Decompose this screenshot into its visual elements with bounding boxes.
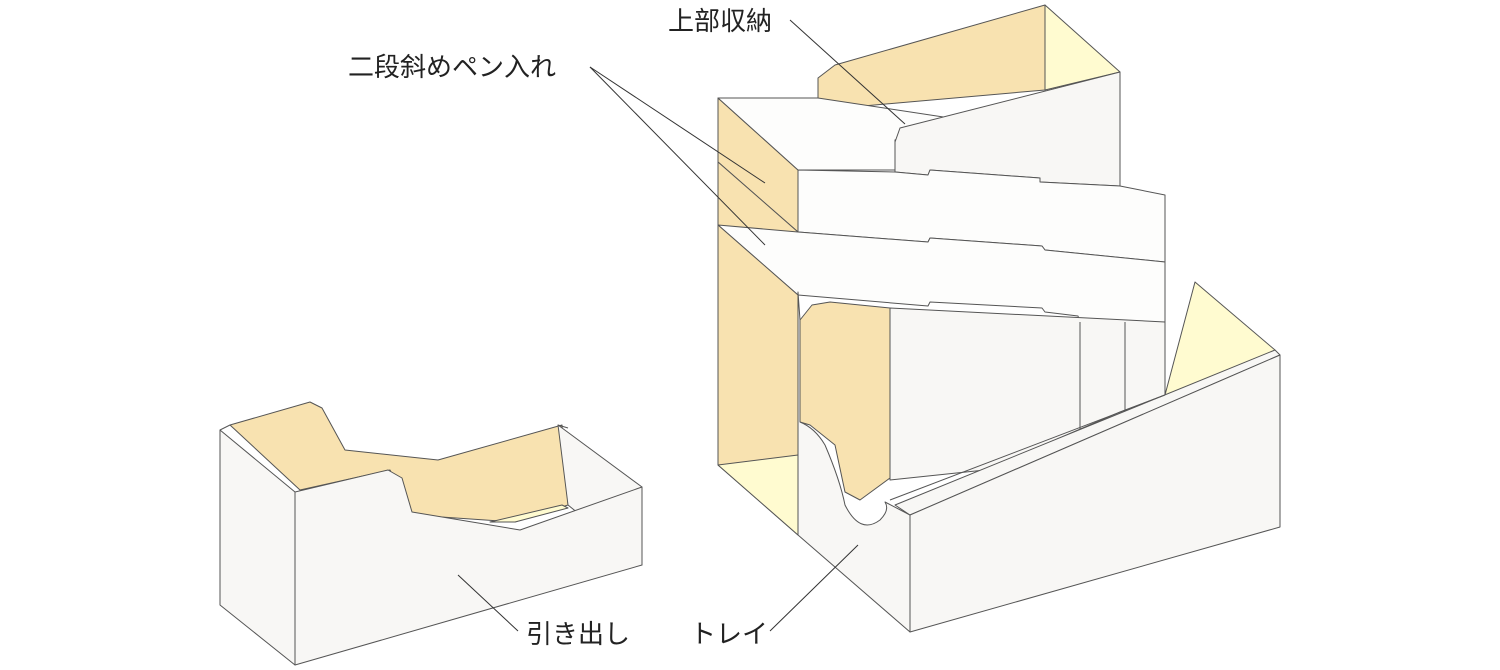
pen-holder-unit [717,71,1166,327]
upper-storage-label: 上部収納 [668,7,772,37]
drawer-leader [457,574,519,632]
drawer-rim-left [219,424,231,431]
drawer-floor [489,504,569,523]
tray-inner-left-panel [799,301,891,501]
tray-left-floor [717,454,799,536]
tray-leader [769,544,859,632]
upper-storage-back-panel [817,4,1046,111]
drawer-rim-right [557,424,569,429]
drawer-unit [219,401,643,666]
drawer-front-panel [294,469,643,666]
tray-floor-line [889,394,1166,501]
leader-lines [457,19,906,632]
tray-label: トレイ [690,620,768,650]
upper-storage-interior [1044,4,1121,91]
pen-holder-leader-lower [589,66,766,246]
upper-storage-leader [789,19,906,125]
upper-storage-unit [817,4,1121,111]
tray-unit [717,224,1281,633]
pen-holder-leader-upper [589,66,766,184]
drawer-label: 引き出し [526,620,630,650]
pen-holder-label: 二段斜めペン入れ [348,53,556,83]
tray-right-front-panel [909,354,1281,633]
tray-front-left-panel [797,291,911,633]
